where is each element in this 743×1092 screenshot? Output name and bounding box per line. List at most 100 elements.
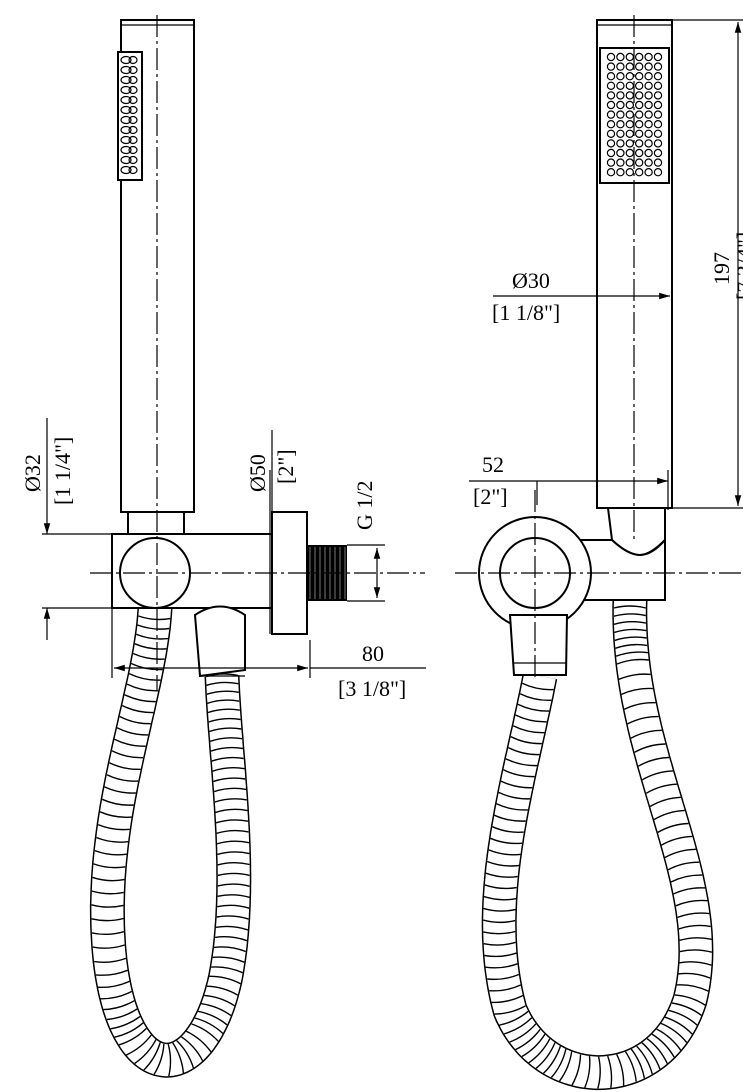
nozzle: [606, 119, 616, 129]
nozzle: [128, 55, 138, 65]
nozzle: [653, 167, 663, 177]
nozzle: [616, 110, 625, 119]
dim-height-inch: [7 3/4"]: [732, 232, 743, 300]
nozzle: [635, 81, 644, 91]
nozzle: [616, 81, 625, 91]
nozzle: [635, 119, 644, 129]
hose-front-view: [481, 597, 714, 1091]
nozzle: [616, 167, 625, 177]
dim-projection-inch: [3 1/8"]: [338, 676, 406, 701]
nozzle: [128, 95, 138, 105]
nozzle: [128, 105, 138, 115]
nozzle: [616, 100, 625, 110]
dim-height: 197: [709, 252, 734, 285]
nozzle: [616, 52, 625, 62]
nozzle: [644, 129, 653, 138]
nozzle: [644, 81, 653, 91]
nozzle: [120, 85, 132, 95]
nozzle: [606, 110, 616, 119]
front-view: Ø30 [1 1/8"] 52 [2"] 197 [7 3/4"]: [455, 15, 743, 1091]
nozzle: [644, 167, 653, 177]
nozzle: [635, 71, 644, 81]
nozzle: [616, 129, 625, 138]
nozzle: [635, 167, 644, 177]
hose-connector-side: [193, 605, 246, 678]
nozzle: [644, 52, 653, 62]
nozzle: [635, 91, 644, 100]
nozzle: [606, 148, 616, 158]
nozzle: [120, 145, 132, 155]
nozzle: [653, 52, 663, 62]
nozzle: [120, 95, 132, 105]
hose-connector-front: [508, 614, 569, 676]
nozzle: [120, 125, 132, 135]
nozzle: [653, 158, 663, 167]
nozzle: [635, 100, 644, 110]
nozzle: [606, 62, 616, 71]
nozzle: [120, 115, 132, 125]
nozzle: [635, 110, 644, 119]
nozzle: [644, 100, 653, 110]
spray-face-side: [117, 51, 143, 181]
spray-nozzles-front: [606, 52, 663, 177]
nozzle: [653, 129, 663, 138]
nozzle: [653, 91, 663, 100]
nozzle: [635, 148, 644, 158]
nozzle: [606, 139, 616, 148]
nozzle: [644, 91, 653, 100]
nozzle: [120, 75, 132, 85]
nozzle: [616, 158, 625, 167]
nozzle: [616, 62, 625, 71]
nozzle: [644, 158, 653, 167]
nozzle: [635, 139, 644, 148]
dim-offset: 52: [482, 452, 504, 477]
nozzle: [616, 71, 625, 81]
nozzle: [635, 158, 644, 167]
nozzle: [653, 71, 663, 81]
nozzle: [120, 65, 132, 75]
dim-flange-diameter-inch: [2"]: [273, 449, 298, 484]
nozzle: [644, 148, 653, 158]
nozzle: [653, 119, 663, 129]
dim-flange-diameter: Ø50: [245, 454, 270, 492]
nozzle: [644, 62, 653, 71]
dim-head-diameter-inch: [1 1/8"]: [492, 300, 560, 325]
nozzle: [120, 135, 132, 145]
nozzle: [625, 167, 635, 177]
nozzle: [606, 129, 616, 138]
dim-handle-diameter: Ø32: [20, 454, 45, 492]
nozzle: [653, 100, 663, 110]
nozzle: [606, 158, 616, 167]
nozzle: [625, 139, 635, 148]
side-view: Ø32 [1 1/4"] Ø50 [2"] G 1/2 80 [3 1/8"]: [20, 15, 426, 1078]
nozzle: [616, 148, 625, 158]
nozzle: [625, 100, 635, 110]
hose-side-view: [89, 606, 252, 1078]
nozzle: [120, 165, 132, 175]
nozzle: [606, 167, 616, 177]
nozzle: [653, 110, 663, 119]
nozzle: [120, 105, 132, 115]
nozzle: [128, 165, 138, 175]
nozzle: [120, 55, 132, 65]
nozzle: [128, 75, 138, 85]
nozzle: [635, 129, 644, 138]
nozzle: [128, 85, 138, 95]
dim-offset-inch: [2"]: [473, 484, 508, 509]
nozzle: [616, 139, 625, 148]
nozzle: [616, 91, 625, 100]
nozzle: [644, 139, 653, 148]
nozzle: [128, 145, 138, 155]
nozzle: [616, 119, 625, 129]
dim-handle-diameter-inch: [1 1/4"]: [50, 437, 75, 505]
nozzle: [606, 52, 616, 62]
nozzle: [644, 110, 653, 119]
nozzle: [128, 125, 138, 135]
nozzle: [653, 62, 663, 71]
nozzle: [644, 71, 653, 81]
dim-thread: G 1/2: [352, 481, 377, 531]
nozzle: [128, 135, 138, 145]
nozzle: [635, 52, 644, 62]
nozzle: [128, 65, 138, 75]
nozzle: [606, 71, 616, 81]
